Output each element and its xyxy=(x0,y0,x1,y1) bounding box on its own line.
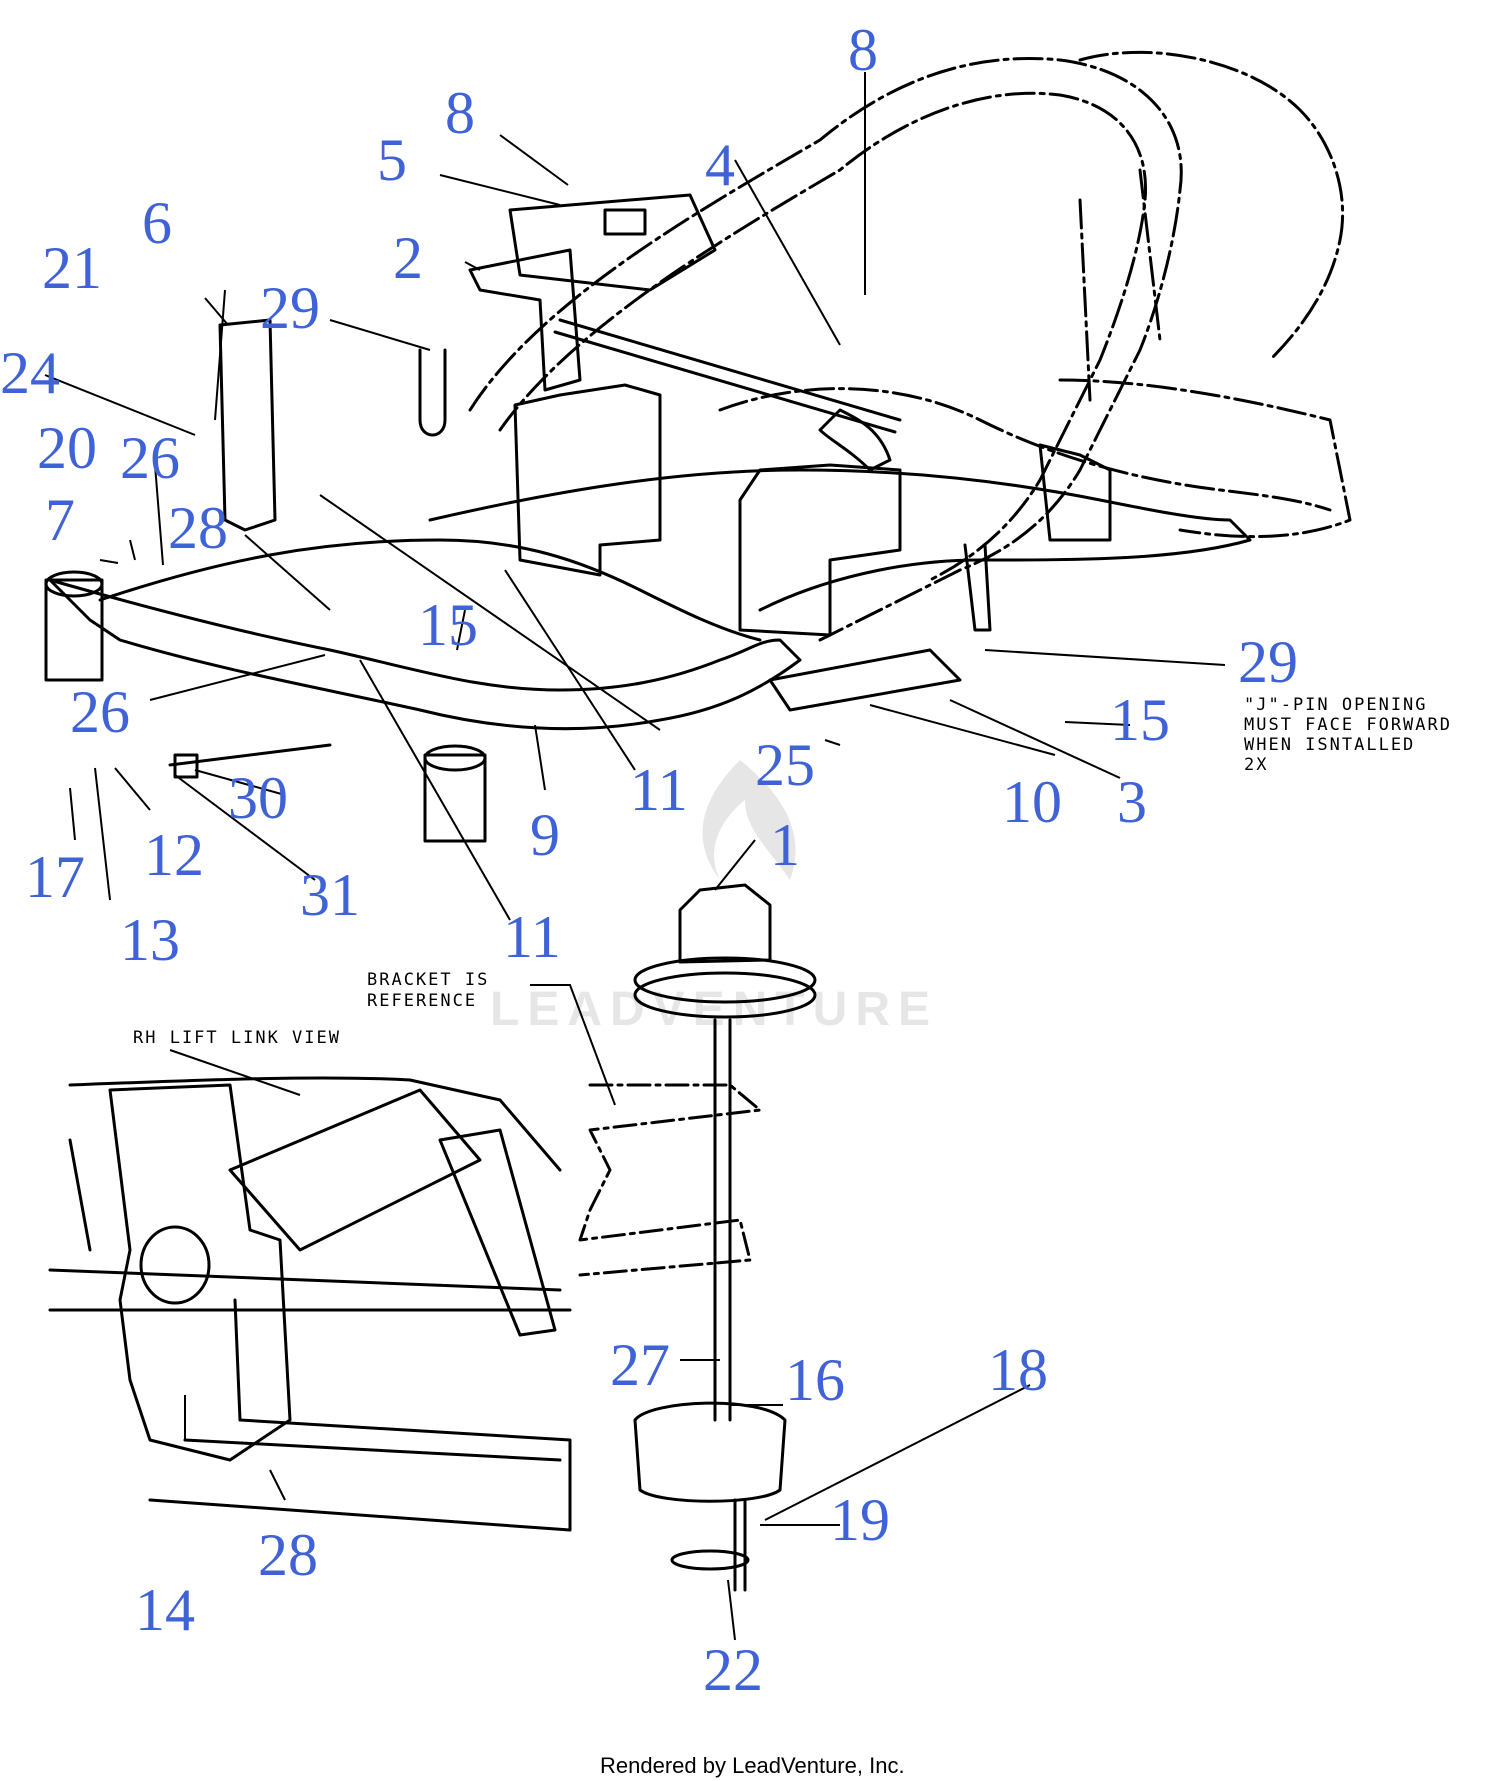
callout-8b: 8 xyxy=(848,17,878,83)
rh-view-upper-bar xyxy=(68,1076,562,1252)
callout-27: 27 xyxy=(610,1332,670,1398)
callout-1: 1 xyxy=(770,812,800,878)
j-pin-right xyxy=(963,543,992,632)
lift-arm-left xyxy=(468,248,582,392)
callout-21: 21 xyxy=(42,235,102,301)
axle-tube-left xyxy=(44,578,104,682)
lift-link xyxy=(218,318,277,532)
callout-30: 30 xyxy=(228,765,288,831)
frame-left-rail-top xyxy=(98,538,762,642)
callout-28a: 28 xyxy=(168,495,228,561)
handle-plate xyxy=(508,193,717,292)
watermark: LEADVENTURE xyxy=(490,760,938,1036)
callout-13: 13 xyxy=(120,907,180,973)
callout-16: 16 xyxy=(785,1347,845,1413)
rear-plate xyxy=(1038,443,1112,542)
watermark-flame-icon xyxy=(702,760,796,880)
axle-tube-left-cap xyxy=(44,570,104,598)
callout-29b: 29 xyxy=(1238,629,1298,695)
handle-plate-slot xyxy=(603,208,647,236)
pivot-bracket xyxy=(768,648,962,712)
rh-view-lift-link xyxy=(108,1083,292,1462)
callout-26b: 26 xyxy=(70,679,130,745)
rh-view-arm xyxy=(228,1088,482,1252)
callout-14: 14 xyxy=(135,1577,195,1643)
callout-31: 31 xyxy=(300,862,360,928)
note-bracket-line-1: BRACKET IS xyxy=(367,970,489,990)
adjust-spring xyxy=(173,753,199,779)
callout-7: 7 xyxy=(45,487,75,553)
callout-12: 12 xyxy=(144,822,204,888)
callout-11a: 11 xyxy=(630,757,688,823)
callout-26a: 26 xyxy=(120,425,180,491)
rh-view-j-pin xyxy=(438,1128,557,1337)
center-side-plate xyxy=(738,463,902,637)
callout-11b: 11 xyxy=(503,904,561,970)
callout-17: 17 xyxy=(25,844,85,910)
callout-2: 2 xyxy=(393,225,423,291)
height-knob-dial-base xyxy=(633,971,817,1019)
callout-3: 3 xyxy=(1117,769,1147,835)
callout-24: 24 xyxy=(0,340,60,406)
lift-arm-right xyxy=(818,408,892,472)
watermark-text: LEADVENTURE xyxy=(490,983,938,1036)
rh-view-frame xyxy=(48,1268,572,1532)
axle-tube-right xyxy=(423,753,487,843)
frame-right-rail xyxy=(428,468,1252,612)
rh-view-pivot-hole xyxy=(139,1225,211,1305)
callout-9: 9 xyxy=(530,802,560,868)
callout-labels: 1 2 3 4 5 6 7 8 8 9 10 11 11 11 12 13 14… xyxy=(0,17,1298,1703)
height-knob xyxy=(678,883,772,964)
note-j-pin-line-3: WHEN ISNTALLED xyxy=(1244,735,1415,755)
callout-18: 18 xyxy=(988,1337,1048,1403)
callout-19: 19 xyxy=(830,1487,890,1553)
frame-linework xyxy=(44,50,1352,1592)
callout-15b: 15 xyxy=(1110,687,1170,753)
note-j-pin-line-2: MUST FACE FORWARD xyxy=(1244,715,1452,735)
callout-8a: 8 xyxy=(445,80,475,146)
callout-20: 20 xyxy=(37,415,97,481)
callout-10: 10 xyxy=(1002,769,1062,835)
footer-credit: Rendered by LeadVenture, Inc. xyxy=(600,1753,905,1778)
left-side-plate xyxy=(513,383,662,577)
note-j-pin-line-4: 2X xyxy=(1244,755,1268,775)
notes: "J"-PIN OPENING MUST FACE FORWARD WHEN I… xyxy=(133,695,1452,1048)
seat-frame-rear xyxy=(718,168,1352,539)
callout-11c: 11 xyxy=(630,757,688,823)
callout-15a: 15 xyxy=(418,592,478,658)
height-knob-dial xyxy=(633,956,817,1004)
rh-view-lower-bar xyxy=(183,1438,562,1462)
callout-29a: 29 xyxy=(260,275,320,341)
frame-left-rail xyxy=(48,578,802,731)
reference-bracket xyxy=(578,1083,762,1277)
callout-22: 22 xyxy=(703,1637,763,1703)
lift-shaft xyxy=(553,318,902,434)
height-spring xyxy=(733,1498,747,1592)
axle-tube-right-cap xyxy=(423,744,487,772)
callout-25: 25 xyxy=(755,732,815,798)
height-index-wheel xyxy=(633,1401,787,1503)
leader-lines xyxy=(44,72,1226,1641)
j-pin-top xyxy=(418,348,447,437)
note-bracket-line-2: REFERENCE xyxy=(367,991,477,1011)
note-rh-view: RH LIFT LINK VIEW xyxy=(133,1028,341,1048)
callout-6: 6 xyxy=(142,190,172,256)
height-index-washer xyxy=(670,1549,750,1571)
callout-4: 4 xyxy=(705,132,735,198)
callout-5: 5 xyxy=(377,127,407,193)
note-j-pin-line-1: "J"-PIN OPENING xyxy=(1244,695,1428,715)
callout-28b: 28 xyxy=(258,1522,318,1588)
